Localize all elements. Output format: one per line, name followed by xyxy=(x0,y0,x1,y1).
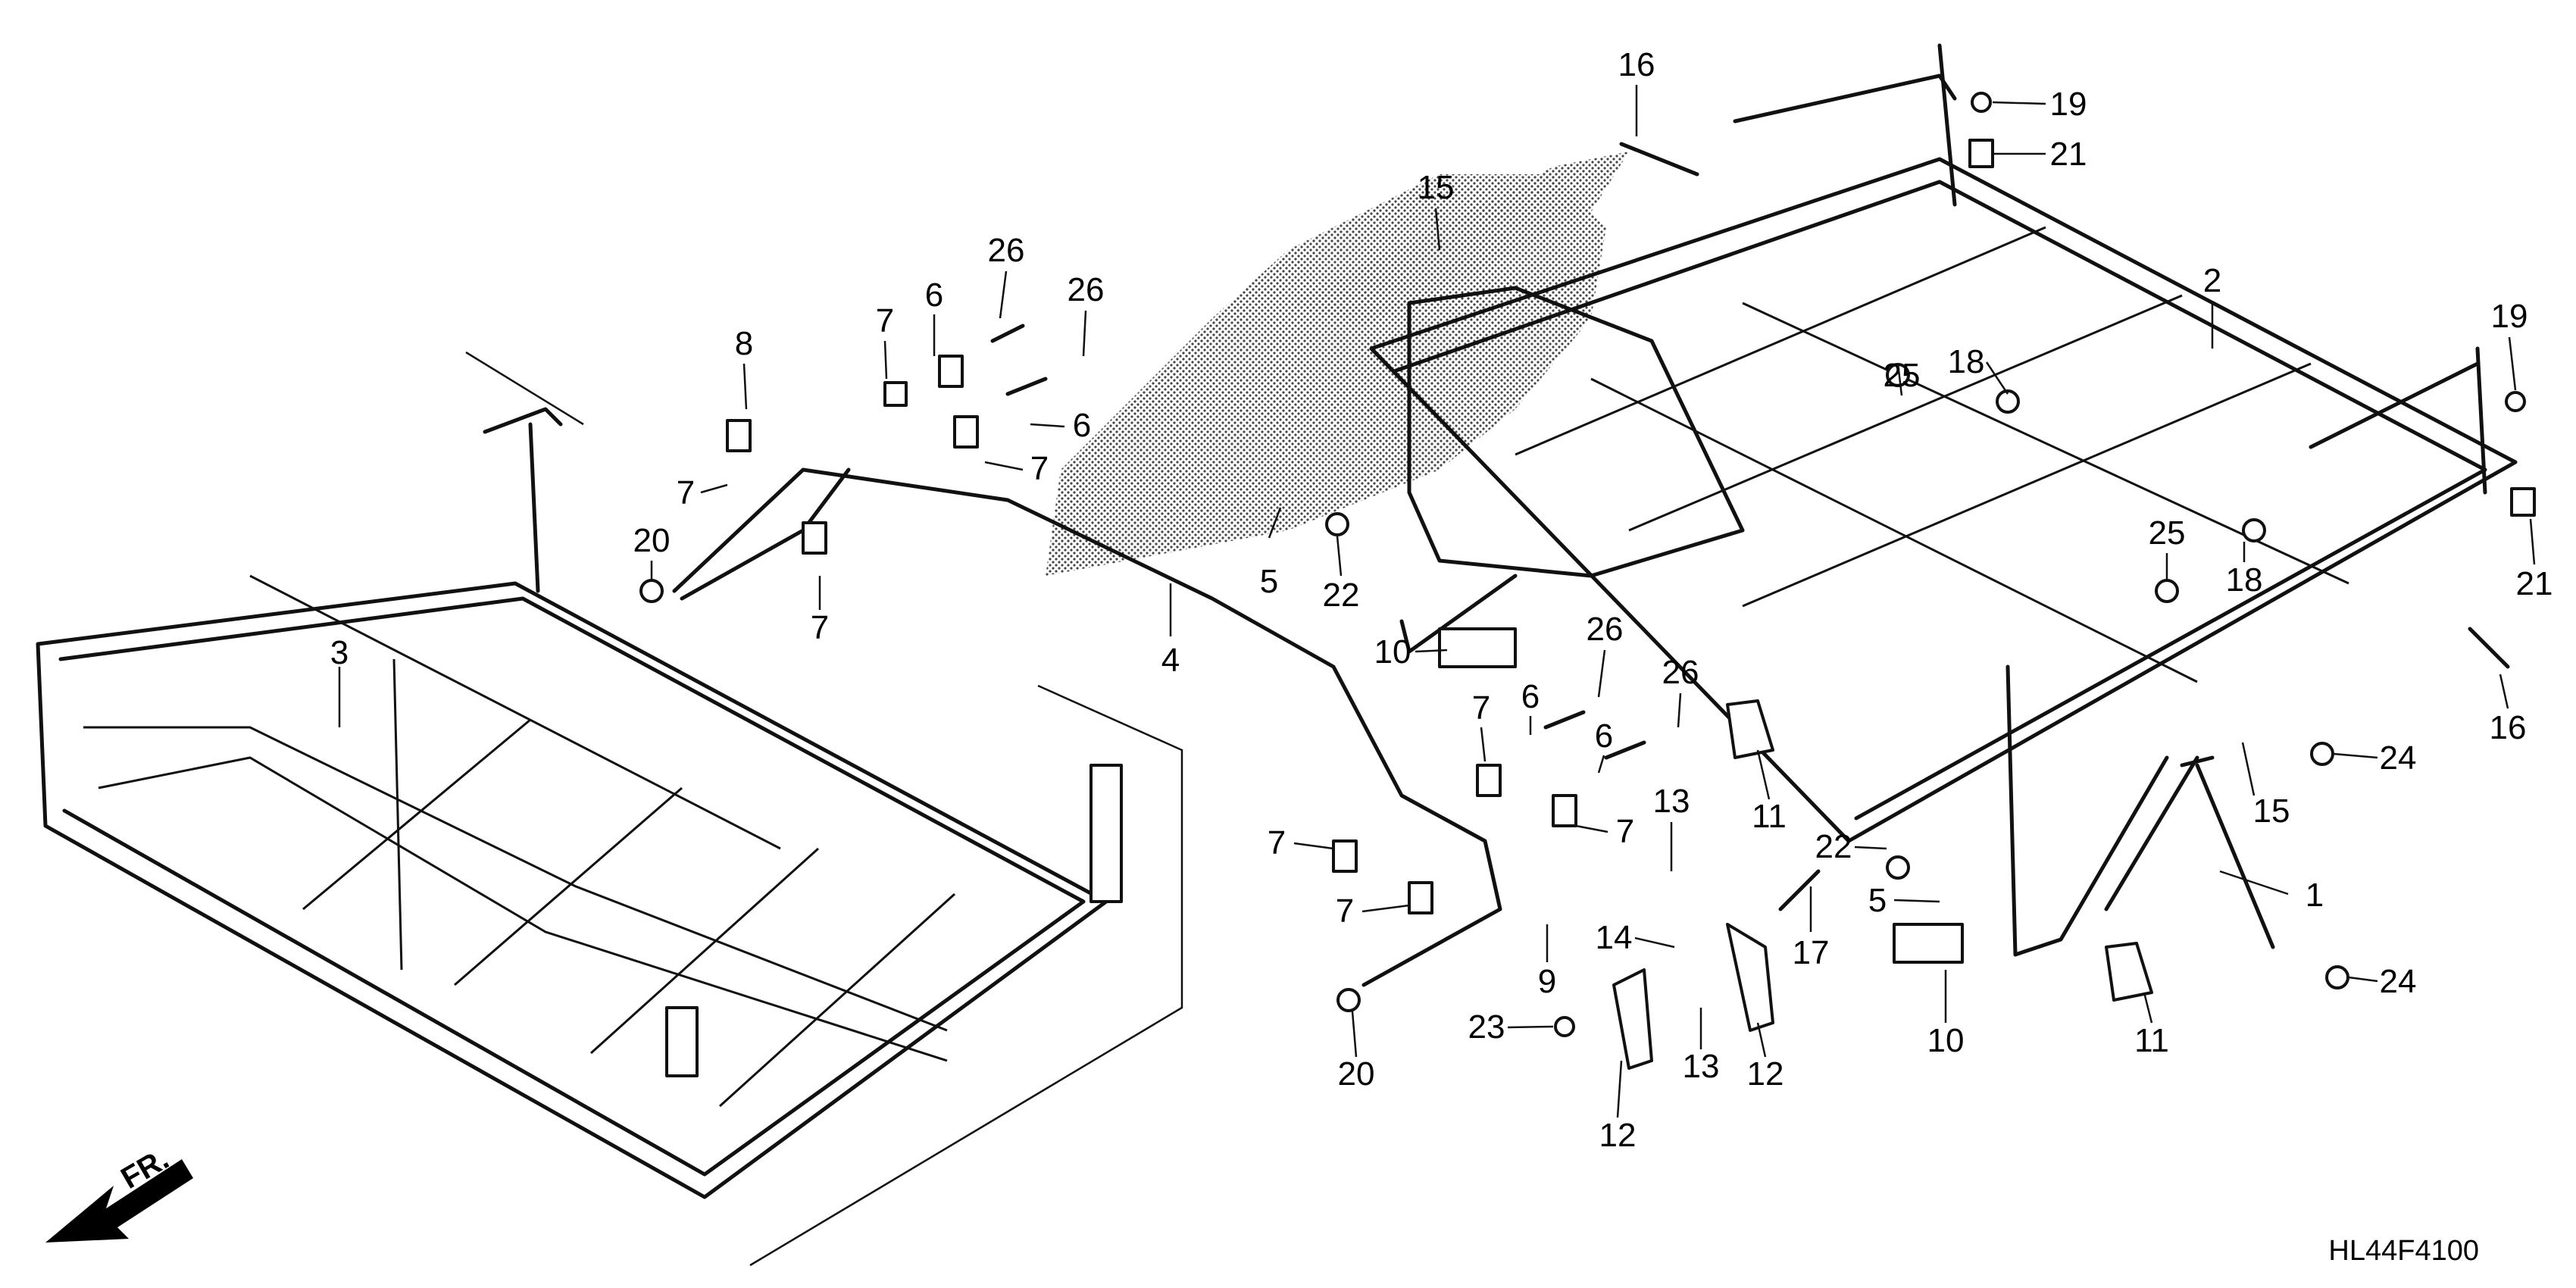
callout-20b: 20 xyxy=(1338,1055,1375,1093)
callout-7b: 7 xyxy=(677,474,695,511)
callout-7c: 7 xyxy=(1030,450,1049,487)
lower-frame xyxy=(36,407,1123,1199)
diagram-code: HL44F4100 xyxy=(2328,1235,2479,1267)
callout-1: 1 xyxy=(2306,877,2324,914)
callout-6a: 6 xyxy=(925,277,943,314)
callout-7f: 7 xyxy=(1616,813,1634,850)
callout-26a: 26 xyxy=(988,232,1025,269)
callout-6d: 6 xyxy=(1595,717,1613,755)
dotted-zone-upper xyxy=(1288,152,1629,326)
callout-11a: 11 xyxy=(1752,798,1787,835)
callout-20a: 20 xyxy=(633,522,671,559)
callout-5a: 5 xyxy=(1260,563,1278,600)
callout-13a: 13 xyxy=(1653,783,1690,820)
callout-12a: 12 xyxy=(1747,1055,1784,1093)
callout-5b: 5 xyxy=(1868,882,1887,919)
callout-18b: 18 xyxy=(2226,561,2263,599)
callout-7h: 7 xyxy=(1336,893,1354,930)
callout-8: 8 xyxy=(735,325,753,362)
callout-19b: 19 xyxy=(2491,298,2528,335)
callout-16b: 16 xyxy=(2490,709,2527,746)
callout-25b: 25 xyxy=(2149,514,2186,552)
callout-15a: 15 xyxy=(1418,169,1455,206)
callout-9: 9 xyxy=(1538,963,1556,1000)
callout-2: 2 xyxy=(2203,262,2221,299)
callout-4: 4 xyxy=(1161,642,1180,679)
callout-22b: 22 xyxy=(1815,828,1852,865)
callout-14: 14 xyxy=(1596,919,1633,956)
callout-23: 23 xyxy=(1468,1008,1505,1046)
hardware-parts xyxy=(639,92,2536,1070)
callout-26b: 26 xyxy=(1068,271,1105,308)
callout-21b: 21 xyxy=(2516,565,2553,602)
callout-7g: 7 xyxy=(1268,824,1286,861)
inset-panel-border-2 xyxy=(749,684,1183,1267)
callout-26c: 26 xyxy=(1587,611,1624,648)
callout-13b: 13 xyxy=(1683,1048,1720,1085)
callout-10b: 10 xyxy=(1927,1022,1965,1059)
callout-16a: 16 xyxy=(1618,46,1655,83)
callout-10a: 10 xyxy=(1374,633,1411,671)
callout-19a: 19 xyxy=(2050,86,2087,123)
callout-7a: 7 xyxy=(876,302,894,339)
callout-24b: 24 xyxy=(2380,963,2417,1000)
callout-7d: 7 xyxy=(811,609,829,646)
callout-6b: 6 xyxy=(1073,407,1091,444)
callout-22a: 22 xyxy=(1323,577,1360,614)
callout-26d: 26 xyxy=(1662,654,1699,691)
callout-7e: 7 xyxy=(1472,689,1490,727)
inset-panel-border xyxy=(465,351,584,426)
damper xyxy=(2195,763,2275,949)
callout-labels: 1 2 3 4 5 5 6 6 6 6 7 7 7 7 7 7 7 7 xyxy=(330,46,2553,1154)
callout-24a: 24 xyxy=(2380,739,2417,777)
callout-3: 3 xyxy=(330,634,349,671)
linkage-rod xyxy=(672,467,1502,987)
callout-6c: 6 xyxy=(1521,678,1540,715)
callout-18a: 18 xyxy=(1948,343,1985,380)
front-arrow-icon xyxy=(45,1159,193,1243)
callout-15b: 15 xyxy=(2253,792,2290,830)
callout-11b: 11 xyxy=(2134,1022,2169,1059)
callout-21a: 21 xyxy=(2050,136,2087,173)
callout-17: 17 xyxy=(1793,934,1830,971)
callout-12b: 12 xyxy=(1599,1117,1637,1154)
